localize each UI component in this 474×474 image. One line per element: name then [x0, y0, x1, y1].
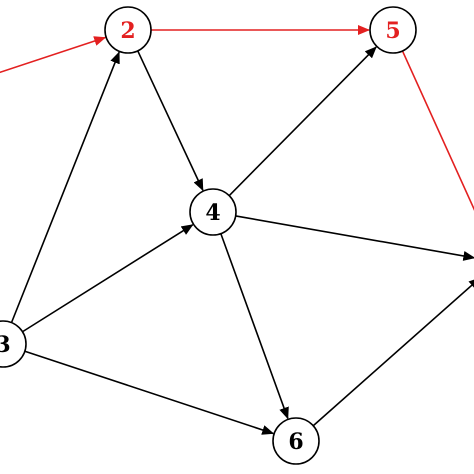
edge-5-to-7 — [401, 50, 474, 211]
edge-3-to-6 — [24, 350, 275, 435]
edge-4-to-6 — [220, 233, 289, 420]
node-circle-2 — [104, 6, 152, 54]
edge-3-to-4 — [22, 224, 194, 333]
node-circle-5 — [369, 6, 417, 54]
edge-1-to-2 — [0, 36, 107, 74]
node-circle-6 — [272, 417, 320, 465]
node-5: 5 — [369, 6, 417, 54]
node-6: 6 — [272, 417, 320, 465]
edges-layer — [0, 25, 474, 435]
node-circle-4 — [189, 188, 237, 236]
edge-4-to-5 — [228, 46, 377, 197]
node-label-5: 5 — [385, 18, 400, 44]
node-label-3: 3 — [0, 332, 11, 358]
edge-3-to-2 — [10, 51, 120, 323]
node-2: 2 — [104, 6, 152, 54]
nodes-layer: 2 5 4 3 6 — [0, 6, 417, 465]
edge-6-to-7 — [312, 277, 474, 427]
node-4: 4 — [189, 188, 237, 236]
edge-2-to-4 — [137, 50, 204, 192]
node-circle-3 — [0, 320, 27, 368]
node-3: 3 — [0, 320, 27, 368]
node-label-6: 6 — [288, 429, 303, 455]
node-label-2: 2 — [120, 18, 135, 44]
edge-4-to-7 — [235, 215, 474, 261]
node-label-4: 4 — [205, 200, 220, 226]
